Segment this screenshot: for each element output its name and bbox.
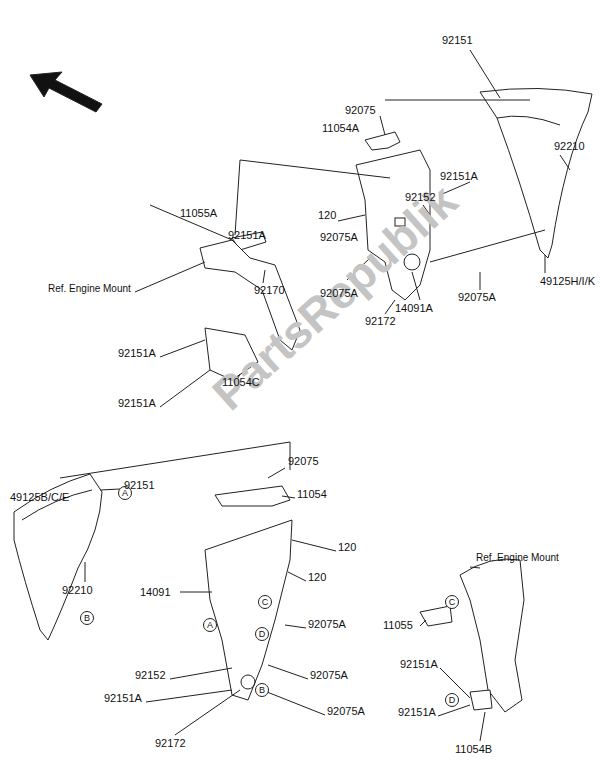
callout-number: 92075 bbox=[345, 104, 376, 117]
callout-number: 92151 bbox=[442, 34, 473, 47]
callout-number: 11054C bbox=[222, 376, 260, 389]
callout-number: 92075A bbox=[327, 705, 365, 718]
callout-number: 49125B/C/E bbox=[10, 491, 69, 504]
callout-number: 92075A bbox=[308, 618, 346, 631]
reference-circle: B bbox=[255, 683, 269, 697]
callout-number: 92151A bbox=[104, 692, 142, 705]
reference-note: Ref. Engine Mount bbox=[476, 551, 559, 564]
callout-number: 92151A bbox=[228, 229, 266, 242]
direction-arrow bbox=[30, 72, 102, 112]
bracket bbox=[205, 520, 292, 700]
callout-number: 92172 bbox=[365, 315, 396, 328]
callout-number: 11054B bbox=[455, 743, 492, 756]
engine-mount bbox=[460, 559, 524, 712]
callout-number: 92075A bbox=[310, 669, 348, 682]
reference-letter: B bbox=[256, 684, 268, 696]
reference-note: Ref. Engine Mount bbox=[48, 282, 131, 295]
callout-number: 92151A bbox=[398, 706, 436, 719]
callout-number: 92210 bbox=[62, 584, 93, 597]
callout-number: 92075A bbox=[458, 291, 496, 304]
callout-number: 120 bbox=[308, 571, 326, 584]
reference-circle: C bbox=[258, 595, 272, 609]
callout-number: 11054A bbox=[322, 122, 359, 135]
callout-number: 92151A bbox=[118, 347, 156, 360]
callout-number: 92151 bbox=[124, 479, 155, 492]
callout-number: 14091A bbox=[395, 302, 433, 315]
callout-number: 92075 bbox=[288, 455, 319, 468]
callout-number: 92170 bbox=[254, 284, 285, 297]
callout-number: 92152 bbox=[135, 669, 166, 682]
callout-number: 92151A bbox=[400, 658, 438, 671]
callout-number: 49125H/I/K bbox=[540, 275, 595, 288]
callout-number: 92151A bbox=[440, 170, 478, 183]
reference-letter: D bbox=[256, 628, 268, 640]
callout-number: 92151A bbox=[118, 397, 156, 410]
reference-letter: C bbox=[446, 596, 458, 608]
reference-letter: A bbox=[204, 619, 216, 631]
callout-number: 11055 bbox=[383, 619, 413, 632]
callout-number: 92172 bbox=[155, 737, 186, 750]
callout-number: 92075A bbox=[320, 287, 358, 300]
callout-number: 14091 bbox=[140, 586, 171, 599]
callout-number: 11055A bbox=[180, 207, 217, 220]
reference-circle: D bbox=[445, 693, 459, 707]
reference-letter: B bbox=[81, 612, 93, 624]
reference-circle: B bbox=[80, 611, 94, 625]
callout-number: 92075A bbox=[320, 231, 358, 244]
callout-number: 92152 bbox=[405, 191, 436, 204]
reference-letter: C bbox=[259, 596, 271, 608]
callout-number: 120 bbox=[338, 541, 356, 554]
callout-number: 92210 bbox=[554, 140, 585, 153]
reference-circle: C bbox=[445, 595, 459, 609]
callout-number: 120 bbox=[318, 209, 336, 222]
reference-circle: A bbox=[203, 618, 217, 632]
reference-letter: D bbox=[446, 694, 458, 706]
callout-number: 11054 bbox=[297, 488, 327, 501]
reference-circle: D bbox=[255, 627, 269, 641]
